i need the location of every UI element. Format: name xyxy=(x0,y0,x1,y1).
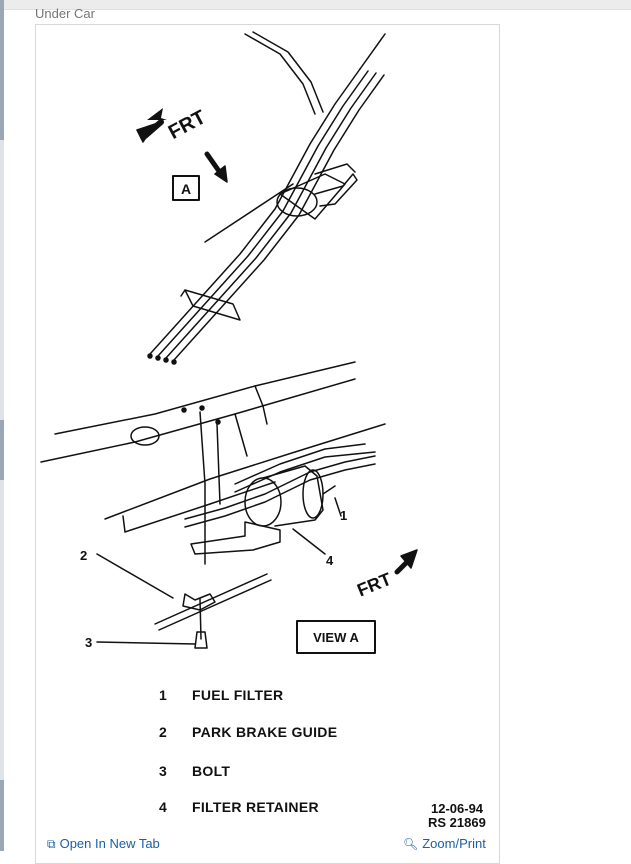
view-tag-box xyxy=(172,175,200,201)
top-inset-lines xyxy=(147,31,386,365)
view-a-pointer-arrow xyxy=(204,151,228,183)
legend-text-park-brake-guide: PARK BRAKE GUIDE xyxy=(192,724,338,740)
diagram-footer: ⧉Open In New Tab 🔍︎Zoom/Print xyxy=(35,834,500,851)
callout-leader-3 xyxy=(96,641,196,645)
ref-code: RS 21869 xyxy=(428,815,486,830)
park-brake-guide-main xyxy=(154,573,272,649)
frt-arrow-top xyxy=(136,108,167,143)
legend-text-fuel-filter: FUEL FILTER xyxy=(192,687,284,703)
frame-rail xyxy=(40,361,386,565)
view-a-label: VIEW A xyxy=(313,630,359,645)
legend-text-filter-retainer: FILTER RETAINER xyxy=(192,799,319,815)
section-caption: Under Car xyxy=(35,6,95,21)
left-window-edge xyxy=(0,0,4,851)
open-in-new-tab-label: Open In New Tab xyxy=(59,836,160,851)
fuel-lines-main xyxy=(184,443,376,528)
diagram-panel xyxy=(35,24,500,864)
legend-num-1: 1 xyxy=(159,687,167,703)
frt-label-bottom: FRT xyxy=(354,569,394,601)
open-in-new-tab-link[interactable]: ⧉Open In New Tab xyxy=(47,836,160,852)
zoom-print-label: Zoom/Print xyxy=(422,836,486,851)
callout-4: 4 xyxy=(326,553,334,568)
magnifier-zoom-icon: 🔍︎ xyxy=(403,837,419,851)
zoom-print-link[interactable]: 🔍︎Zoom/Print xyxy=(403,836,486,851)
view-tag-label: A xyxy=(181,181,191,197)
callout-3: 3 xyxy=(85,635,92,650)
legend-text-bolt: BOLT xyxy=(192,763,231,779)
callout-1: 1 xyxy=(340,508,347,523)
date-code: 12-06-94 xyxy=(431,801,484,816)
callout-2: 2 xyxy=(80,548,87,563)
open-in-new-tab-icon: ⧉ xyxy=(47,837,56,851)
callout-leader-2 xyxy=(96,553,174,599)
legend-num-4: 4 xyxy=(159,799,167,815)
browser-top-bar xyxy=(0,0,631,10)
legend-num-2: 2 xyxy=(159,724,167,740)
frt-arrow-bottom xyxy=(394,549,418,575)
fuel-filter-diagram: FRT A xyxy=(40,31,418,654)
view-a-box xyxy=(296,620,376,654)
frt-label-top: FRT xyxy=(165,106,210,144)
callout-leader-1 xyxy=(334,497,342,517)
fuel-filter-main xyxy=(190,465,336,555)
callout-leader-4 xyxy=(292,528,326,555)
legend-num-3: 3 xyxy=(159,763,167,779)
